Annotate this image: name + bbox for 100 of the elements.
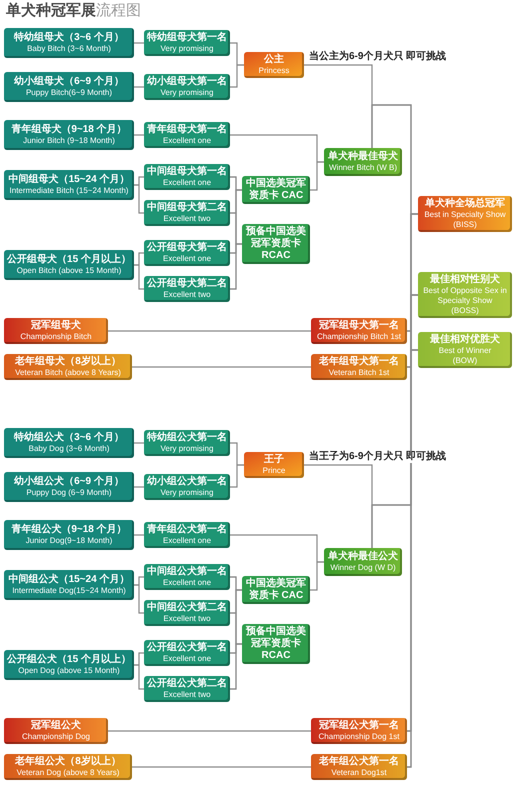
english-label: Excellent one: [162, 578, 212, 588]
chinese-label: 中间组公犬（15~24 个月）: [8, 574, 130, 586]
chinese-label: 冠军组公犬: [31, 720, 81, 732]
chinese-label: 冠军组母犬第一名: [319, 320, 399, 332]
english-label: Excellent one: [162, 178, 212, 188]
english-label: Best of Winner: [438, 346, 492, 356]
english-label: Championship Bitch: [20, 332, 92, 342]
placement-box: [144, 240, 230, 266]
connector-line: [134, 184, 144, 214]
placement-box: [311, 318, 407, 344]
class-box: [4, 570, 134, 600]
placement-box: [144, 30, 230, 56]
connector-line: [132, 766, 311, 768]
class-box: [4, 754, 132, 780]
connector-line: [230, 643, 242, 690]
class-box: [4, 250, 134, 280]
chinese-label: 幼小组母犬（6~9 个月）: [14, 76, 124, 88]
connector-line: [134, 584, 144, 614]
connector-line: [134, 86, 144, 88]
chinese-label: 特幼组公犬（3~6 个月）: [14, 432, 124, 444]
english-label: (BOSS): [451, 306, 479, 316]
english-label: Baby Bitch (3~6 Month): [27, 44, 111, 54]
chinese-label: 中间组公犬第二名: [147, 602, 227, 614]
english-label: Best of Opposite Sex in Specialty Show: [422, 286, 508, 306]
english-label: Championship Dog 1st: [318, 732, 400, 742]
chinese-label: 中间组母犬第一名: [147, 166, 227, 178]
placement-box: [144, 640, 230, 666]
placement-box: [144, 200, 230, 226]
connector-line: [132, 366, 311, 368]
english-label: Intermediate Bitch (15~24 Month): [10, 186, 128, 196]
winner-box: [324, 148, 402, 176]
chinese-label: 中间组公犬第一名: [147, 566, 227, 578]
placement-box: [144, 276, 230, 302]
chinese-label: 老年组公犬第一名: [319, 756, 399, 768]
chinese-label: 王子: [264, 454, 284, 466]
edge-label: 当王子为6-9个月犬只 即可挑战: [308, 451, 448, 463]
chinese-label: 冠军组母犬: [31, 320, 81, 332]
chinese-label: 公开组公犬第二名: [147, 678, 227, 690]
english-label: Very promising: [160, 44, 214, 54]
english-label: Best in Specialty Show (BISS): [423, 210, 507, 230]
english-label: (BOW): [452, 356, 478, 366]
edge-label: 当公主为6-9个月犬只 即可挑战: [308, 51, 448, 63]
chinese-label: 单犬种最佳母犬: [328, 151, 398, 163]
chinese-label: 中国选美冠军资质卡 CAC: [245, 578, 307, 602]
english-label: Excellent one: [162, 254, 212, 264]
chinese-label: 单犬种最佳公犬: [328, 551, 398, 563]
connector-line: [134, 534, 144, 536]
connector-line: [108, 330, 311, 332]
english-label: Princess: [258, 66, 290, 76]
class-box: [4, 72, 134, 102]
connector-line: [134, 442, 144, 444]
english-label: Intermediate Dog(15~24 Month): [12, 586, 126, 596]
connector-line: [134, 486, 144, 488]
class-box: [4, 120, 134, 150]
chinese-label: 最佳相对性别犬: [430, 274, 500, 286]
class-box: [4, 650, 134, 680]
english-label: Veteran Bitch 1st: [328, 368, 390, 378]
class-box: [4, 472, 134, 502]
english-label: Winner Bitch (W B): [328, 163, 397, 173]
english-label: Junior Bitch (9~18 Month): [23, 136, 115, 146]
connector-line: [108, 730, 311, 732]
diagram-title: 单犬种冠军展流程图: [6, 2, 141, 20]
chinese-label: 幼小组母犬第一名: [147, 76, 227, 88]
chinese-label: 幼小组公犬（6~9 个月）: [14, 476, 124, 488]
english-label: Excellent two: [163, 614, 211, 624]
english-label: Very promising: [160, 88, 214, 98]
chinese-label: 青年组母犬（9~18 个月）: [11, 124, 127, 136]
english-label: Excellent two: [163, 290, 211, 300]
english-label: Veteran Dog1st: [331, 768, 387, 778]
connector-line: [230, 64, 244, 88]
placement-box: [311, 718, 407, 744]
class-box: [4, 170, 134, 200]
english-label: Excellent two: [163, 690, 211, 700]
class-box: [4, 28, 134, 58]
chinese-label: 冠军组公犬第一名: [319, 720, 399, 732]
english-label: Puppy Bitch(6~9 Month): [26, 88, 112, 98]
english-label: Excellent one: [162, 136, 212, 146]
english-label: Veteran Dog (above 8 Years): [16, 768, 120, 778]
english-label: Puppy Dog (6~9 Month): [26, 488, 112, 498]
connector-line: [134, 134, 144, 136]
english-label: Open Bitch (above 15 Month): [16, 266, 122, 276]
connector-line: [134, 264, 144, 290]
placement-box: [144, 474, 230, 500]
chinese-label: 青年组公犬（9~18 个月）: [11, 524, 127, 536]
chinese-label: 最佳相对优胜犬: [430, 334, 500, 346]
class-box: [4, 718, 108, 744]
english-label: Junior Dog(9~18 Month): [26, 536, 112, 546]
placement-box: [144, 600, 230, 626]
placement-box: [144, 122, 230, 148]
chinese-label: 公开组公犬第一名: [147, 642, 227, 654]
chinese-label: 中间组母犬（15~24 个月）: [8, 174, 130, 186]
award-box: [418, 332, 512, 368]
chinese-label: 公开组公犬（15 个月以上）: [7, 654, 131, 666]
connector-line: [134, 42, 144, 44]
english-label: Prince: [262, 466, 286, 476]
english-label: Very promising: [160, 488, 214, 498]
class-box: [4, 318, 108, 344]
title-box: [244, 52, 304, 78]
english-label: Winner Dog (W D): [330, 563, 396, 573]
placement-box: [144, 564, 230, 590]
